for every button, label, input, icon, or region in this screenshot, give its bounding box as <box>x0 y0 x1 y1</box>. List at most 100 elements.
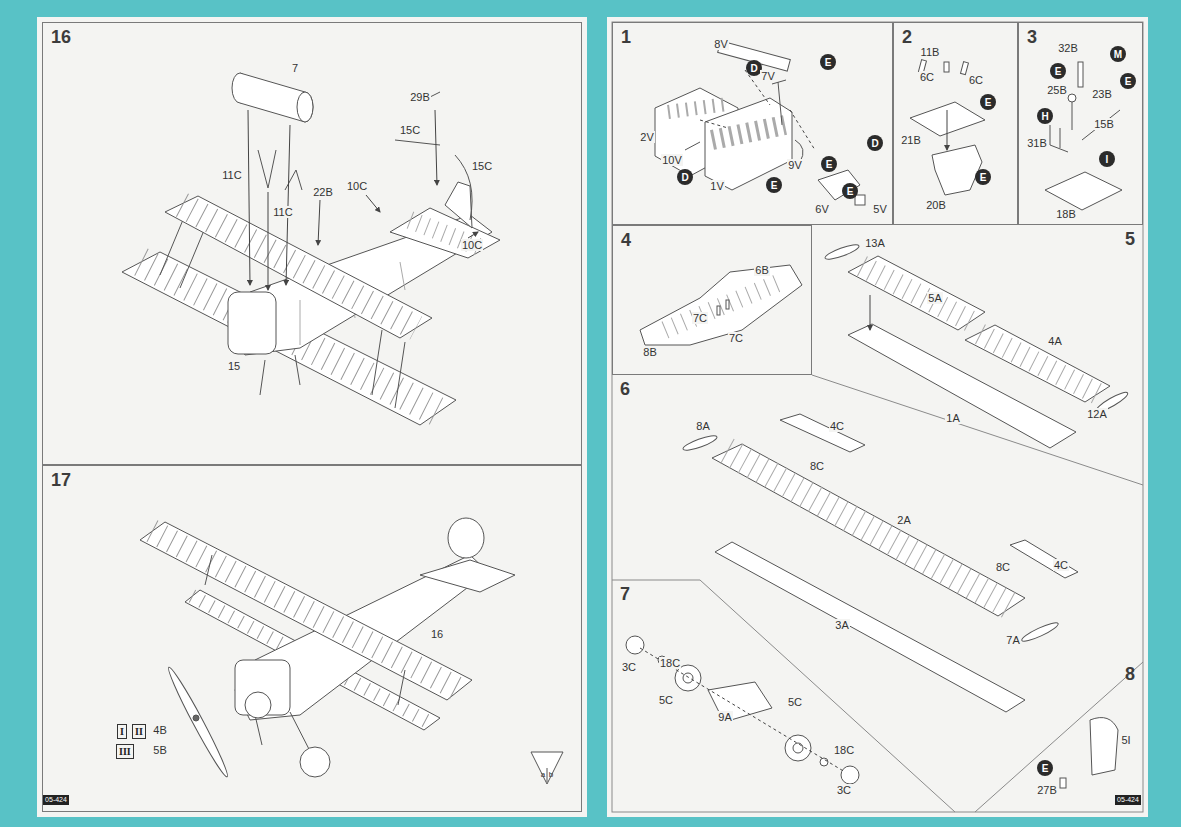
part-number: 21B <box>900 134 922 146</box>
part-number: 4B <box>152 724 167 736</box>
paint-callout: E <box>975 169 991 185</box>
sheet-code: 05-424 <box>1115 795 1141 805</box>
part-number: 11B <box>920 46 941 58</box>
part-number: 4C <box>829 420 845 432</box>
callout-letter: E <box>1042 763 1049 774</box>
version-box: I <box>117 724 127 739</box>
part-number: 5B <box>152 744 167 756</box>
part-number: 1A <box>945 412 960 424</box>
part-number: 5V <box>872 203 887 215</box>
part-number: 6C <box>968 74 984 86</box>
step-panel: 6 <box>612 375 1143 580</box>
part-number: 6C <box>919 71 935 83</box>
part-number: 12A <box>1086 408 1108 420</box>
right-page <box>607 17 1148 817</box>
step-panel: 3M E E H I <box>1018 22 1143 225</box>
part-number: 31B <box>1026 137 1048 149</box>
assembly-arrows-16 <box>248 110 478 290</box>
step-number: 7 <box>620 584 630 605</box>
part-number: 5C <box>787 696 803 708</box>
part-number: 3C <box>621 661 637 673</box>
part-number: 8B <box>642 346 657 358</box>
part-number: 15B <box>1093 118 1115 130</box>
part-number: 23B <box>1091 88 1113 100</box>
callout-letter: II <box>135 726 143 737</box>
wheels-7 <box>626 636 859 784</box>
sheet-code: 05-424 <box>43 795 69 805</box>
callout-letter: M <box>1114 49 1122 60</box>
part-number: 29B <box>409 91 431 103</box>
step-number: 16 <box>51 27 71 48</box>
step-number: 2 <box>902 27 912 48</box>
version-box: II <box>132 724 146 739</box>
callout-letter: E <box>825 57 832 68</box>
step-number: 6 <box>620 379 630 400</box>
part-number: 10V <box>661 154 683 166</box>
lower-wing-5 <box>824 242 1130 448</box>
panel-separators <box>612 22 1143 812</box>
part-number: 7C <box>728 332 744 344</box>
step-number: 3 <box>1027 27 1037 48</box>
paint-callout: E <box>1050 63 1066 79</box>
part-number: 7 <box>291 62 299 74</box>
step-panel: 1DEDEEDE <box>612 22 893 225</box>
part-number: 22B <box>312 186 334 198</box>
callout-letter: I <box>1106 154 1109 165</box>
paint-callout: D <box>677 169 693 185</box>
step-number: 8 <box>1125 664 1135 685</box>
paint-callout: E <box>842 183 858 199</box>
callout-letter: I <box>120 726 124 737</box>
part-number: 13A <box>864 237 886 249</box>
symbol-triangle <box>531 752 563 784</box>
part-number: 32B <box>1057 42 1079 54</box>
callout-letter: H <box>1041 111 1048 122</box>
engine-parts-1 <box>655 41 865 205</box>
tailplane-4 <box>640 265 802 345</box>
part-number: 3C <box>836 784 852 796</box>
callout-letter: E <box>1125 76 1132 87</box>
part-number: 8C <box>809 460 825 472</box>
part-number: 4C <box>1053 559 1069 571</box>
part-number: 18B <box>1055 208 1077 220</box>
part-number: 11C <box>272 206 293 218</box>
part-number: 8C <box>995 561 1011 573</box>
callout-letter: D <box>681 172 688 183</box>
part-number: 8V <box>713 38 728 50</box>
part-number: 7A <box>1005 634 1020 646</box>
part-number: 6V <box>814 203 829 215</box>
callout-letter: E <box>771 180 778 191</box>
part-number: 8A <box>695 420 710 432</box>
seat-parts-2 <box>910 60 985 195</box>
paint-callout: I <box>1099 151 1115 167</box>
part-number: 5A <box>927 292 942 304</box>
part-number: 11C <box>221 169 242 181</box>
upper-wing-6 <box>682 414 1078 712</box>
cockpit-parts-3 <box>1045 62 1122 210</box>
part-number: 20B <box>925 199 947 211</box>
step-panel: 17IIIIII <box>42 465 582 812</box>
part-number: 4A <box>1047 335 1062 347</box>
version-box: III <box>116 744 134 759</box>
callout-letter: D <box>871 138 878 149</box>
part-number: a <box>541 769 545 781</box>
part-number: 7V <box>760 70 775 82</box>
part-number: 1V <box>709 180 724 192</box>
callout-letter: III <box>119 746 131 757</box>
part-number: 10C <box>346 180 368 192</box>
part-number: 3A <box>834 619 849 631</box>
part-number: 9V <box>787 159 802 171</box>
part-8 <box>1060 718 1118 788</box>
step-panel: 2E E <box>893 22 1018 225</box>
paint-callout: E <box>766 177 782 193</box>
paint-callout: D <box>867 135 883 151</box>
leader-lines-1 <box>700 70 815 150</box>
paint-callout: H <box>1037 108 1053 124</box>
paint-callout: E <box>980 94 996 110</box>
part-number: 9A <box>717 711 732 723</box>
part-number: 7C <box>692 312 708 324</box>
paint-callout: E <box>1120 73 1136 89</box>
step-panel: 5 <box>812 225 1143 480</box>
callout-letter: E <box>980 172 987 183</box>
paint-callout: E <box>821 156 837 172</box>
biplane-assembly-16 <box>122 73 500 425</box>
